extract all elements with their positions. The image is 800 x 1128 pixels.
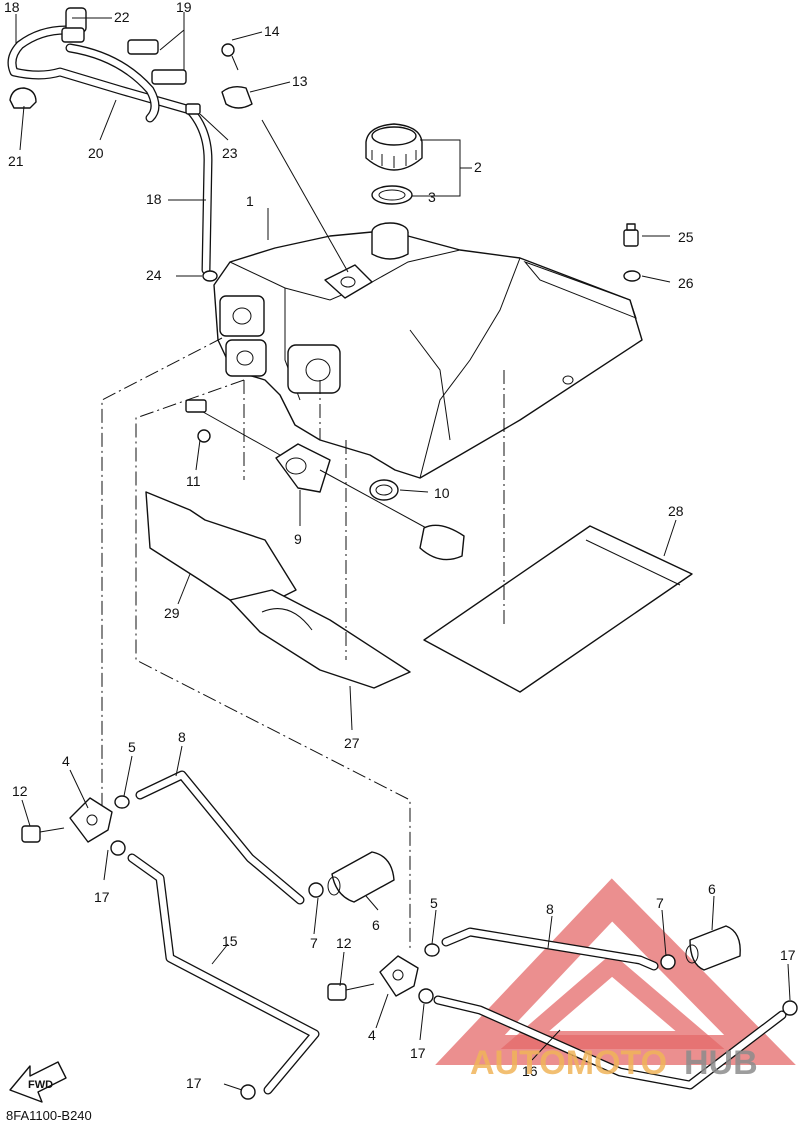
callout-4-left: 4 — [62, 753, 70, 769]
callout-11: 11 — [186, 473, 201, 489]
assembly-lines — [101, 119, 505, 950]
bolt-12-right — [327, 983, 375, 1001]
callout-8-right: 8 — [546, 901, 554, 917]
hose-8-right — [441, 927, 659, 971]
washer-5-left — [114, 795, 130, 809]
callout-17-right: 17 — [410, 1045, 426, 1061]
clip-7-left — [308, 882, 324, 898]
callout-7-right: 7 — [656, 895, 664, 911]
callout-7-left: 7 — [310, 935, 318, 951]
clamp-22 — [61, 7, 87, 43]
clip-17-right — [418, 988, 798, 1016]
fwd-arrow: FWD — [9, 1061, 67, 1103]
callout-3: 3 — [428, 189, 436, 205]
fuel-pump — [185, 399, 465, 561]
callout-5-left: 5 — [128, 739, 136, 755]
callout-23: 23 — [222, 145, 238, 161]
protector-28 — [423, 525, 693, 693]
washer-5-right — [424, 943, 440, 957]
fuel-cock-right — [379, 955, 419, 997]
callout-18: 18 — [146, 191, 162, 207]
watermark-part1: AUTOMOTO — [470, 1044, 667, 1082]
hose-8-left — [135, 770, 305, 905]
callout-6-right: 6 — [708, 881, 716, 897]
cap-gasket — [371, 185, 413, 205]
clip-7-right — [660, 954, 676, 970]
fuel-tank — [213, 222, 643, 479]
callout-17-bottom: 17 — [186, 1075, 202, 1091]
callout-24: 24 — [146, 267, 162, 283]
callout-25: 25 — [678, 229, 694, 245]
fuel-cock-left — [69, 797, 113, 843]
fwd-label: FWD — [28, 1079, 53, 1091]
hose-16 — [433, 995, 787, 1090]
diagram-code: 8FA1100-B240 — [6, 1108, 92, 1123]
callout-21: 21 — [8, 153, 24, 169]
callout-4-right: 4 — [368, 1027, 376, 1043]
callout-17-left: 17 — [94, 889, 110, 905]
callout-10: 10 — [434, 485, 450, 501]
callout-27: 27 — [344, 735, 360, 751]
breather-hoses — [7, 25, 218, 282]
callout-29: 29 — [164, 605, 180, 621]
leader-lines — [15, 12, 791, 1091]
screw-14 — [221, 43, 239, 71]
callout-14: 14 — [264, 23, 280, 39]
callout-labels: 1 2 3 4 5 6 7 8 9 10 11 12 13 14 15 16 1… — [4, 0, 796, 1091]
callout-17-far-right: 17 — [780, 947, 796, 963]
clip-23 — [185, 103, 201, 115]
clip-17-left — [110, 840, 256, 1100]
watermark-part2: HUB — [684, 1044, 758, 1082]
washer-26 — [623, 270, 641, 282]
callout-8-left: 8 — [178, 729, 186, 745]
callout-1: 1 — [246, 193, 254, 209]
bracket-13 — [221, 85, 253, 109]
clamps-19 — [127, 39, 187, 85]
callout-15: 15 — [222, 933, 238, 949]
callout-22: 22 — [114, 9, 130, 25]
callout-16: 16 — [522, 1063, 538, 1079]
callout-2: 2 — [474, 159, 482, 175]
callout-5-right: 5 — [430, 895, 438, 911]
callout-12-left: 12 — [12, 783, 28, 799]
filter-6-left — [327, 851, 395, 903]
filter-6-right — [685, 925, 741, 971]
callout-18-top: 18 — [4, 0, 20, 15]
pump-gasket — [369, 479, 399, 501]
protector-27 — [229, 589, 411, 689]
bolt-12-left — [21, 825, 65, 843]
screw-11 — [197, 429, 211, 443]
callout-26: 26 — [678, 275, 694, 291]
fuel-cap — [365, 123, 423, 171]
callout-28: 28 — [668, 503, 684, 519]
callout-20: 20 — [88, 145, 104, 161]
callout-6-left: 6 — [372, 917, 380, 933]
watermark-logo — [435, 878, 796, 1065]
callout-9: 9 — [294, 531, 302, 547]
clip-21 — [9, 87, 37, 109]
watermark-text: AUTOMOTO HUB — [470, 1044, 758, 1082]
hose-15 — [127, 853, 320, 1095]
callout-13: 13 — [292, 73, 308, 89]
callout-19: 19 — [176, 0, 192, 15]
callout-12-right: 12 — [336, 935, 352, 951]
bolt-25 — [623, 223, 639, 247]
